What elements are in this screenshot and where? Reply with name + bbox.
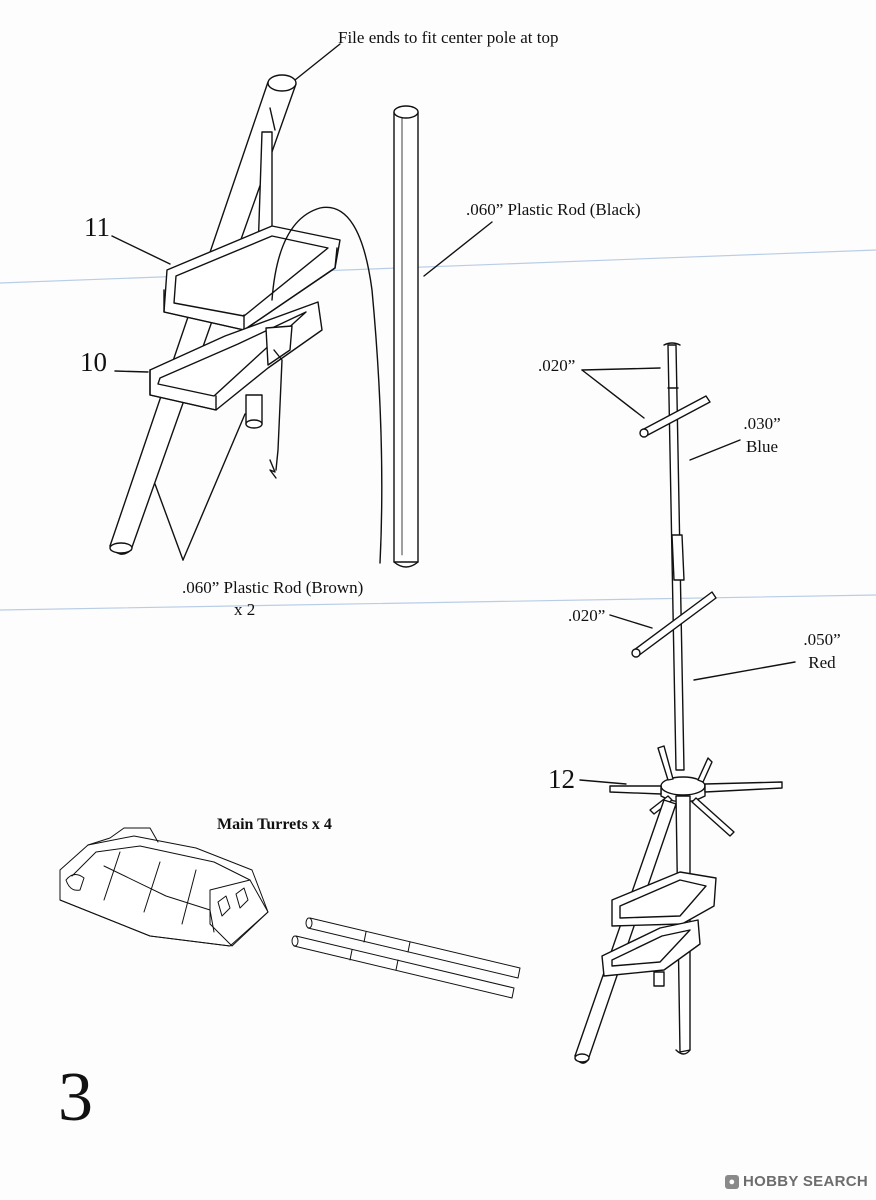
part-12-label: 12: [548, 764, 575, 794]
part-10-label: 10: [80, 347, 107, 377]
leader-line: [581, 367, 661, 371]
rod-030-color-label: Blue: [745, 437, 779, 456]
scan-line: [0, 249, 876, 284]
main-turret: [59, 827, 269, 947]
rod-050-color-label: Red: [808, 653, 836, 672]
upper-platform: [611, 871, 717, 927]
platform-10: [149, 301, 323, 411]
rod-020-mid-label: .020”: [568, 606, 606, 625]
file-ends-label: File ends to fit center pole at top: [338, 28, 559, 47]
leader-line: [294, 43, 341, 81]
step-number: 3: [58, 1059, 93, 1136]
rod-brown-qty-label: x 2: [234, 600, 256, 619]
antenna-wire: [271, 206, 383, 564]
rod-050-label: .050”: [803, 630, 841, 649]
rod-black-label: .060” Plastic Rod (Black): [466, 200, 641, 219]
rod-020-top-label: .020”: [538, 356, 576, 375]
leader-line: [114, 370, 149, 373]
leader-line: [579, 779, 627, 785]
leader-line: [689, 439, 741, 461]
leader-line: [609, 614, 653, 629]
leader-line: [693, 661, 796, 681]
rod-brown-label: .060” Plastic Rod (Brown): [182, 578, 364, 597]
star-platform-12: [609, 745, 783, 837]
leader-line: [111, 235, 171, 265]
lower-platform: [601, 919, 701, 977]
turret-barrels: [291, 917, 521, 999]
leader-line: [154, 483, 184, 561]
watermark-text: HOBBY SEARCH: [742, 1173, 868, 1190]
leader-line: [581, 369, 645, 419]
scan-line: [0, 594, 876, 611]
hobby-search-logo-icon: ●: [724, 1174, 739, 1189]
leader-line: [182, 413, 246, 561]
part-11-label: 11: [84, 212, 110, 242]
black-rod: [393, 105, 419, 568]
right-mast-assembly: [574, 342, 783, 1064]
leader-line: [423, 221, 493, 277]
main-turrets-label: Main Turrets x 4: [217, 816, 332, 833]
platform-11: [163, 225, 341, 331]
rod-030-label: .030”: [743, 414, 781, 433]
left-mast-assembly: [109, 74, 383, 564]
watermark: ● HOBBY SEARCH: [724, 1173, 868, 1190]
